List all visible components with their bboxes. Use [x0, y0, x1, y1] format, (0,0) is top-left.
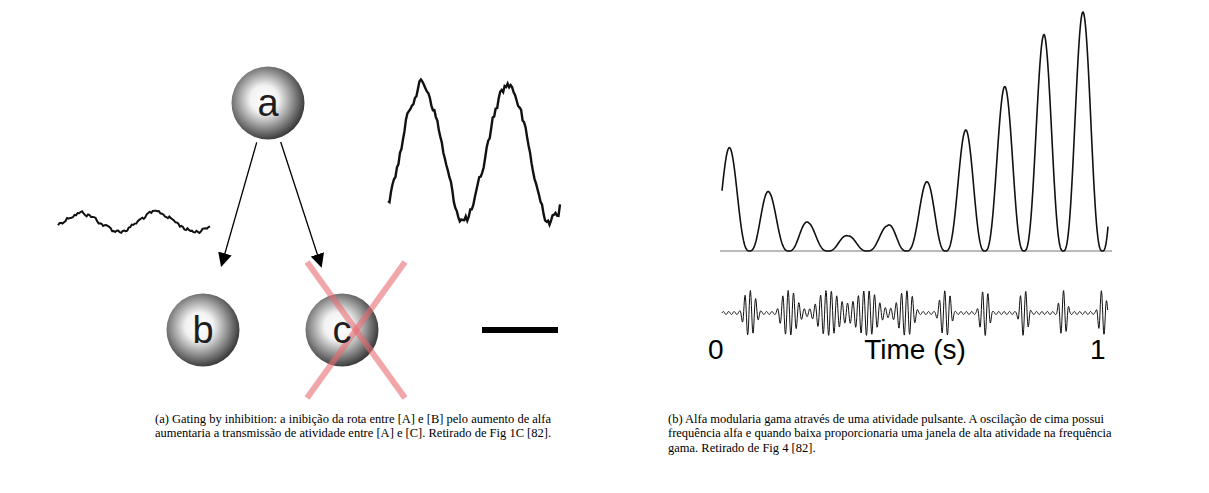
axis-title: Time (s)	[830, 334, 1000, 366]
figure-caption: (b) Alfa modularia gama através de uma a…	[668, 412, 1118, 455]
axis-tick: 0	[708, 334, 738, 366]
gamma-oscillation	[722, 291, 1108, 336]
figure-caption: (a) Gating by inhibition: a inibição da …	[155, 412, 595, 441]
scale-bar	[482, 327, 558, 333]
strong-signal-trace	[388, 80, 560, 225]
node-letter: c	[333, 311, 352, 349]
projection-arrow	[281, 142, 322, 266]
projection-arrow	[221, 142, 256, 265]
neuron-circle: c	[305, 293, 379, 367]
neuron-circle: b	[166, 293, 240, 367]
axis-tick: 1	[1090, 334, 1120, 366]
cross-stroke	[307, 262, 405, 398]
alpha-oscillation	[722, 12, 1108, 251]
node-letter: b	[192, 311, 213, 349]
baseline	[720, 250, 1112, 251]
node-letter: a	[257, 84, 278, 122]
weak-signal-trace	[58, 211, 210, 233]
neuron-circle: a	[231, 66, 305, 140]
cross-stroke	[307, 262, 405, 398]
